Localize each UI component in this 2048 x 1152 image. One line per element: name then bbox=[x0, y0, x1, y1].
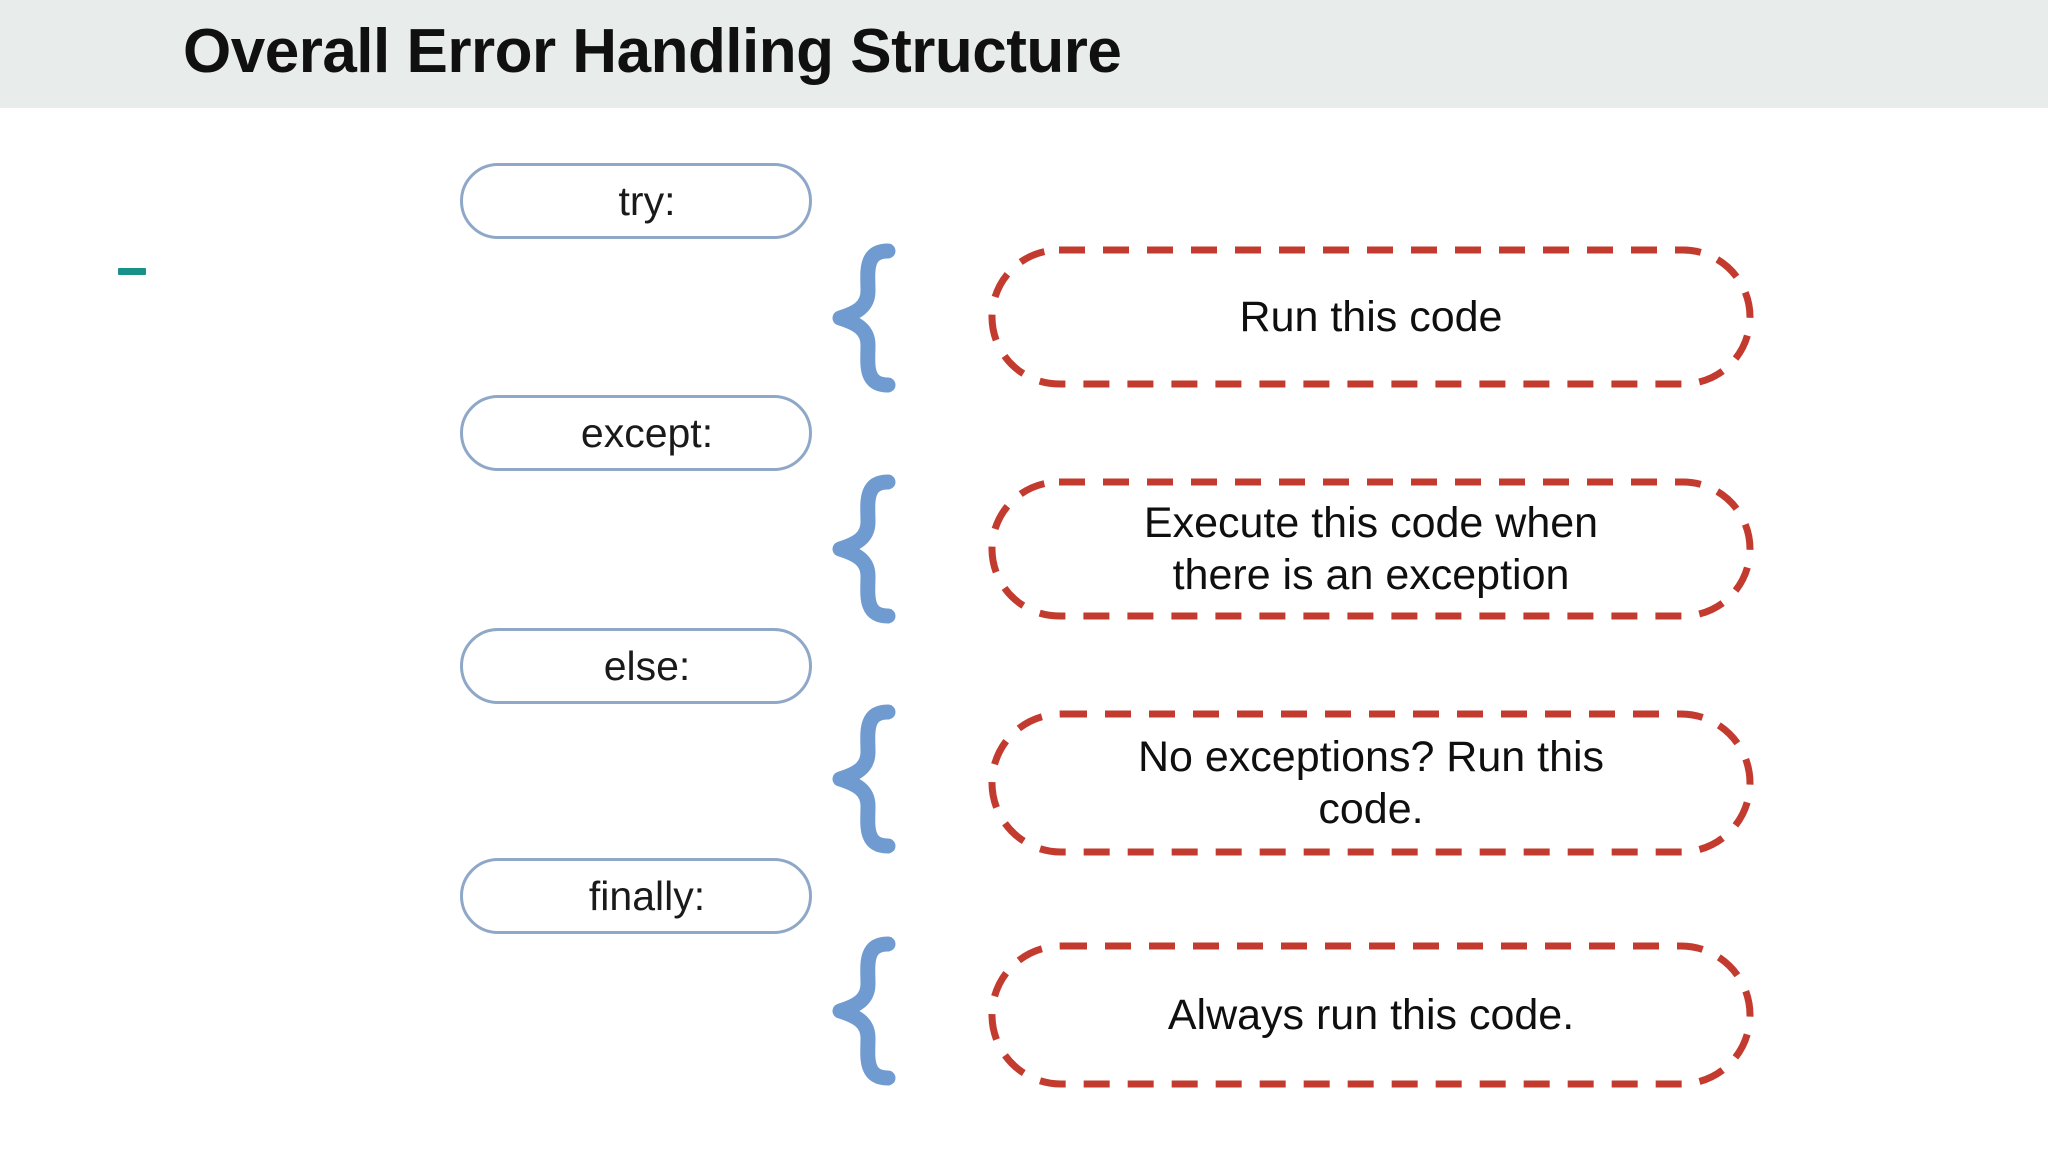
description-text: Run this code bbox=[1239, 292, 1503, 341]
keyword-pill-label: try: bbox=[618, 177, 676, 224]
keyword-pill-label: finally: bbox=[588, 872, 706, 919]
description-box-else: No exceptions? Run this code. bbox=[988, 710, 1754, 856]
curly-brace-icon bbox=[828, 243, 908, 393]
description-text: Always run this code. bbox=[1167, 990, 1575, 1039]
keyword-pill-except[interactable]: except: bbox=[460, 395, 812, 471]
keyword-pill-finally[interactable]: finally: bbox=[460, 858, 812, 934]
teal-dash-bullet-icon bbox=[118, 268, 146, 275]
description-box-finally: Always run this code. bbox=[988, 942, 1754, 1088]
description-text: No exceptions? Run this code. bbox=[1137, 732, 1605, 833]
page-title: Overall Error Handling Structure bbox=[183, 17, 1122, 86]
keyword-pill-try[interactable]: try: bbox=[460, 163, 812, 239]
curly-brace-icon bbox=[828, 936, 908, 1086]
description-text: Execute this code when there is an excep… bbox=[1143, 498, 1599, 599]
keyword-pill-label: except: bbox=[580, 409, 714, 456]
description-box-except: Execute this code when there is an excep… bbox=[988, 478, 1754, 620]
error-handling-diagram: try: except: else: finally: Run this cod… bbox=[0, 108, 2048, 1152]
curly-brace-icon bbox=[828, 704, 908, 854]
curly-brace-icon bbox=[828, 474, 908, 624]
keyword-pill-label: else: bbox=[603, 642, 691, 689]
description-box-try: Run this code bbox=[988, 246, 1754, 388]
keyword-pill-else[interactable]: else: bbox=[460, 628, 812, 704]
title-banner: Overall Error Handling Structure bbox=[0, 0, 2048, 108]
